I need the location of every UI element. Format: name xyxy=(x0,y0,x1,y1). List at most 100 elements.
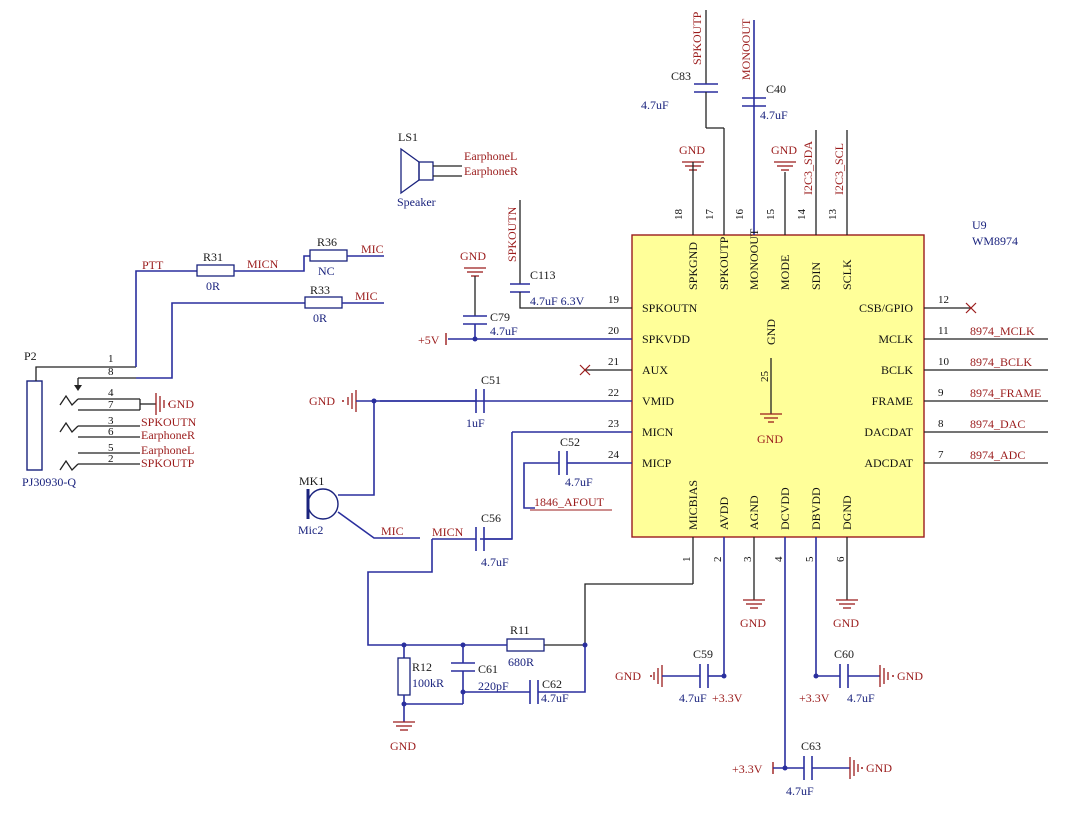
ic-part: WM8974 xyxy=(972,234,1018,248)
c51-value: 1uF xyxy=(466,416,485,430)
connector-p2: P2 PJ30930-Q 1 8 4 7 3 6 5 2 SPKOUTN Ear… xyxy=(22,349,197,489)
pin-name-micp: MICP xyxy=(642,456,672,470)
top-nets: SPKOUTP C83 4.7uF MONOOUT C40 4.7uF GND … xyxy=(641,10,846,195)
c59-value: 4.7uF xyxy=(679,691,707,705)
net-spkoutp-top: SPKOUTP xyxy=(690,11,704,65)
pin-num-22: 22 xyxy=(608,387,619,399)
net-8974-dac: 8974_DAC xyxy=(970,417,1025,431)
mic-name: Mic2 xyxy=(298,523,323,537)
supply-decoupling: GND GND GND C59 4.7uF +3.3V GND C60 4.7u… xyxy=(615,599,923,798)
mic-input-section: MICN C56 4.7uF C52 4.7uF 1846_AFOUT xyxy=(367,432,612,646)
p2-pin-1: 1 xyxy=(108,353,114,365)
pin-num-16: 16 xyxy=(734,209,746,221)
net-i2c3-scl: I2C3_SCL xyxy=(832,143,846,195)
p2-pin-7: 7 xyxy=(108,399,114,411)
r12-value: 100kR xyxy=(412,676,444,690)
p2-pin-6: 6 xyxy=(108,426,114,438)
pin-name-dbvdd: DBVDD xyxy=(809,487,823,530)
p2-pin-3: 3 xyxy=(108,415,114,427)
net-spkoutn-top: SPKOUTN xyxy=(505,206,519,262)
connector-part: PJ30930-Q xyxy=(22,475,76,489)
p2-net-earphoner: EarphoneR xyxy=(141,428,195,442)
gnd-label-c60: GND xyxy=(897,669,923,683)
net-dbvdd-3v3: +3.3V xyxy=(799,691,830,705)
spk-supply-section: SPKOUTN C113 4.7uF 6.3V GND C79 4.7uF +5… xyxy=(418,200,585,347)
p2-net-spkoutp: SPKOUTP xyxy=(141,456,195,470)
speaker-ls1: LS1 EarphoneL EarphoneR Speaker xyxy=(397,130,518,209)
r36-ref: R36 xyxy=(317,235,337,249)
r33-value: 0R xyxy=(313,311,327,325)
speaker-net-earphonel: EarphoneL xyxy=(464,149,517,163)
pin-name-spkgnd: SPKGND xyxy=(686,242,700,290)
net-mic-r36: MIC xyxy=(361,242,384,256)
ic-ref: U9 xyxy=(972,218,987,232)
pin-num-15: 15 xyxy=(765,209,777,221)
p2-pin-4: 4 xyxy=(108,387,114,399)
pin-num-12: 12 xyxy=(938,294,949,306)
pin-name-spkoutn: SPKOUTN xyxy=(642,301,698,315)
micbias-network: R11 680R R12 100kR C61 220pF C62 4.7uF G… xyxy=(390,583,693,753)
codec-ic: U9 WM8974 19 20 21 22 23 24 SPKOUTN SPKV… xyxy=(380,20,1048,768)
c62-value: 4.7uF xyxy=(541,691,569,705)
r36-value: NC xyxy=(318,264,335,278)
c60-value: 4.7uF xyxy=(847,691,875,705)
net-dcvdd-3v3: +3.3V xyxy=(732,762,763,776)
pin-num-9: 9 xyxy=(938,387,944,399)
vmid-section: GND C51 1uF xyxy=(309,373,501,496)
c83-value: 4.7uF xyxy=(641,98,669,112)
c40-ref: C40 xyxy=(766,82,786,96)
speaker-net-earphoner: EarphoneR xyxy=(464,164,518,178)
pin-num-7: 7 xyxy=(938,449,944,461)
speaker-name: Speaker xyxy=(397,195,436,209)
gnd-label-p2: GND xyxy=(168,397,194,411)
net-8974-adc: 8974_ADC xyxy=(970,448,1025,462)
c56-ref: C56 xyxy=(481,511,501,525)
pin-num-21: 21 xyxy=(608,356,619,368)
pin-num-11: 11 xyxy=(938,325,949,337)
gnd-label-r12: GND xyxy=(390,739,416,753)
ic-bottom-pins: 1 2 3 4 5 6 MICBIAS AVDD AGND DCVDD DBVD… xyxy=(681,480,854,768)
ic-left-pins: 19 20 21 22 23 24 SPKOUTN SPKVDD AUX VMI… xyxy=(380,294,698,470)
r11-value: 680R xyxy=(508,655,534,669)
pin-num-23: 23 xyxy=(608,418,620,430)
pin-num-14: 14 xyxy=(796,209,808,221)
pin-name-mclk: MCLK xyxy=(878,332,913,346)
p2-pin-2: 2 xyxy=(108,453,114,465)
pin-name-frame: FRAME xyxy=(872,394,913,408)
pin-name-sclk: SCLK xyxy=(840,259,854,290)
pin-name-agnd: AGND xyxy=(747,495,761,530)
p2-pin-8: 8 xyxy=(108,366,114,378)
c40-value: 4.7uF xyxy=(760,108,788,122)
c63-ref: C63 xyxy=(801,739,821,753)
p2-net-earphonel: EarphoneL xyxy=(141,443,194,457)
pin-num-3: 3 xyxy=(742,556,754,562)
net-monoout: MONOOUT xyxy=(739,18,753,80)
pin-num-13: 13 xyxy=(827,209,839,221)
net-mic-bottom: MIC xyxy=(381,524,404,538)
r33-ref: R33 xyxy=(310,283,330,297)
pin-name-spkvdd: SPKVDD xyxy=(642,332,690,346)
ic-center-gnd-pin: GND 25 GND xyxy=(757,319,783,446)
pin-num-24: 24 xyxy=(608,449,620,461)
gnd-label-spkgnd: GND xyxy=(679,143,705,157)
gnd-label-vmid: GND xyxy=(309,394,335,408)
c61-value: 220pF xyxy=(478,679,509,693)
pin-num-18: 18 xyxy=(673,209,685,221)
pin-name-mode: MODE xyxy=(778,255,792,290)
r31-value: 0R xyxy=(206,279,220,293)
net-1846-afout: 1846_AFOUT xyxy=(534,495,605,509)
r31-ref: R31 xyxy=(203,250,223,264)
net-micn-top: MICN xyxy=(247,257,279,271)
c51-ref: C51 xyxy=(481,373,501,387)
speaker-ref: LS1 xyxy=(398,130,418,144)
net-8974-mclk: 8974_MCLK xyxy=(970,324,1035,338)
gnd-label-agnd: GND xyxy=(740,616,766,630)
net-avdd-3v3: +3.3V xyxy=(712,691,743,705)
mic-switch-resistors: PTT R31 0R MICN R36 NC MIC R33 0R MIC xyxy=(135,235,384,379)
pin-num-25: 25 xyxy=(759,371,771,383)
pin-num-2: 2 xyxy=(712,557,724,563)
gnd-label-c63: GND xyxy=(866,761,892,775)
pin-num-1: 1 xyxy=(681,557,693,563)
pin-name-dcvdd: DCVDD xyxy=(778,487,792,530)
